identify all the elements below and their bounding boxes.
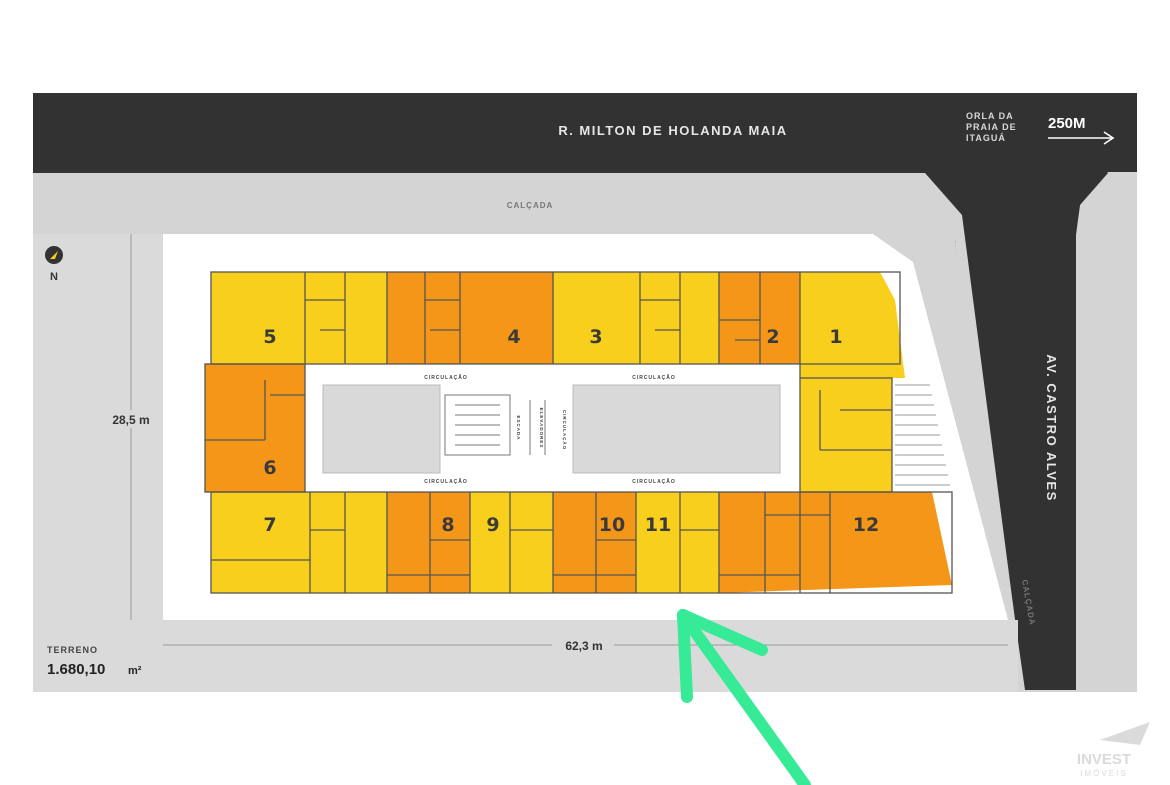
street-top-label: R. MILTON DE HOLANDA MAIA bbox=[558, 123, 787, 138]
orla-line-3: ITAGUÁ bbox=[966, 133, 1006, 143]
unit-number-7[interactable]: 7 bbox=[263, 514, 276, 536]
orla-line-2: PRAIA DE bbox=[966, 122, 1017, 132]
unit-1-shape bbox=[800, 272, 905, 378]
unit-12-shape bbox=[719, 492, 952, 593]
unit-4-shape bbox=[387, 272, 553, 364]
sidewalk-right-strip bbox=[1076, 172, 1137, 690]
invest-logo: INVEST IMÓVEIS bbox=[1077, 722, 1150, 778]
core-circulation-label: CIRCULAÇÃO bbox=[562, 410, 568, 450]
unit-number-10[interactable]: 10 bbox=[599, 514, 625, 536]
svg-text:INVEST: INVEST bbox=[1077, 751, 1131, 768]
dimension-height: 28,5 m bbox=[112, 413, 149, 427]
unit-8-shape bbox=[387, 492, 470, 593]
interior-walls bbox=[204, 271, 953, 594]
ramp bbox=[895, 384, 950, 486]
unit-number-6[interactable]: 6 bbox=[263, 457, 276, 479]
unit-6-shape bbox=[205, 364, 305, 492]
sidewalk-bottom bbox=[163, 620, 1018, 692]
street-right-label: AV. CASTRO ALVES bbox=[1044, 354, 1059, 502]
unit-number-8[interactable]: 8 bbox=[441, 514, 454, 536]
unit-1b-shape bbox=[800, 378, 892, 492]
north-compass-icon bbox=[45, 246, 63, 264]
terreno-label: TERRENO bbox=[47, 645, 98, 655]
unit-9-shape bbox=[470, 492, 553, 593]
atrium-left bbox=[322, 384, 441, 474]
circulation-label-tr: CIRCULAÇÃO bbox=[632, 374, 676, 381]
dimension-width: 62,3 m bbox=[565, 639, 602, 653]
unit-10-shape bbox=[553, 492, 636, 593]
orla-line-1: ORLA DA bbox=[966, 111, 1014, 121]
street-right-fill bbox=[925, 173, 1108, 690]
circulation-label-tl: CIRCULAÇÃO bbox=[424, 374, 468, 381]
unit-number-2[interactable]: 2 bbox=[766, 326, 779, 348]
arrow-right-icon bbox=[1048, 131, 1115, 145]
unit-number-3[interactable]: 3 bbox=[589, 326, 602, 348]
circulation-label-bl: CIRCULAÇÃO bbox=[424, 478, 468, 485]
orla-distance: 250M bbox=[1048, 115, 1086, 132]
unit-3-shape bbox=[553, 272, 719, 364]
unit-number-12[interactable]: 12 bbox=[853, 514, 879, 536]
atrium-right bbox=[572, 384, 781, 474]
unit-number-9[interactable]: 9 bbox=[486, 514, 499, 536]
street-top bbox=[33, 93, 1137, 173]
unit-number-1[interactable]: 1 bbox=[829, 326, 842, 348]
sidewalk-left bbox=[33, 234, 163, 692]
highlight-arrow-icon bbox=[677, 609, 811, 785]
unit-number-4[interactable]: 4 bbox=[507, 326, 520, 348]
stairs-label: ESCADA bbox=[516, 415, 521, 440]
stair-core bbox=[444, 394, 546, 456]
elevators-label: ELEVADORES bbox=[539, 408, 544, 449]
north-label: N bbox=[50, 271, 58, 283]
terreno-unit: m² bbox=[128, 665, 142, 677]
sidewalk-top-label: CALÇADA bbox=[507, 201, 554, 210]
terreno-area: 1.680,10 bbox=[47, 661, 105, 678]
unit-5-shape bbox=[211, 272, 387, 364]
unit-number-5[interactable]: 5 bbox=[263, 326, 276, 348]
svg-text:IMÓVEIS: IMÓVEIS bbox=[1080, 769, 1127, 778]
unit-11-shape bbox=[636, 492, 719, 593]
unit-number-11[interactable]: 11 bbox=[645, 514, 671, 536]
unit-7-shape bbox=[211, 492, 387, 593]
circulation-label-br: CIRCULAÇÃO bbox=[632, 478, 676, 485]
